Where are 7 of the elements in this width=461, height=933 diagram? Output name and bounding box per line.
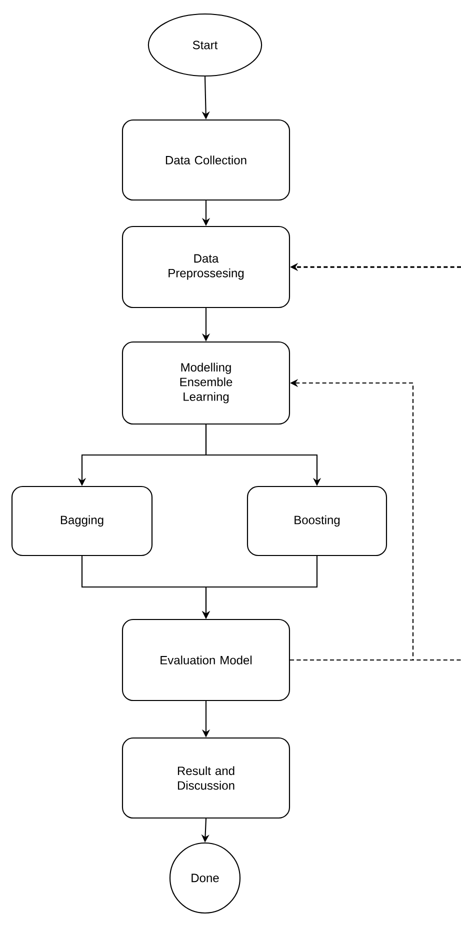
process-box: Data Preprossesing <box>122 226 290 308</box>
process-box: Data Collection <box>122 119 290 201</box>
process-box: Evaluation Model <box>122 618 290 702</box>
process-box: Modelling Ensemble Learning <box>122 341 290 425</box>
process-box: Boosting <box>246 486 388 556</box>
process-box: Bagging <box>11 486 153 556</box>
process-box: Result and Discussion <box>122 737 290 819</box>
